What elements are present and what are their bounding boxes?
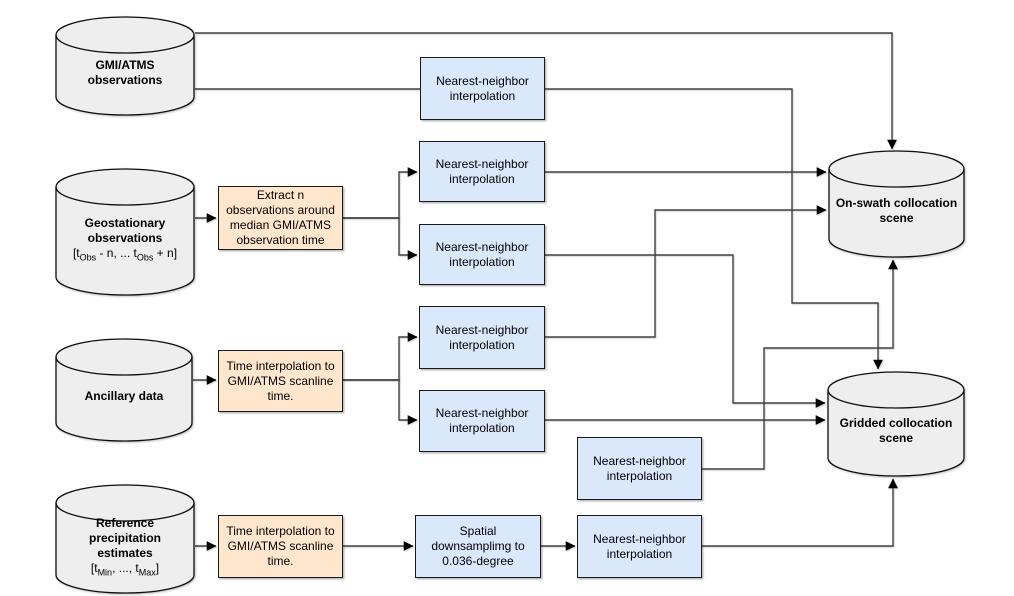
edge-gmi-to-onswath-direct <box>195 32 897 150</box>
cylinder-shape <box>828 150 965 258</box>
cylinder-shape <box>55 338 193 442</box>
edge-extract-to-nn-geo-1 <box>343 167 418 219</box>
edge-nn-gmi-to-gridded <box>545 88 883 370</box>
node-ancillary-data: Ancillary data <box>55 338 193 442</box>
cylinder-shape <box>827 371 965 477</box>
cylinder-shape <box>55 16 195 116</box>
cylinder-shape <box>55 484 195 594</box>
edge-time-interp-to-nn-ancillary-2 <box>343 379 418 425</box>
edge-nn-geo-2-to-gridded <box>545 254 826 408</box>
cylinder-shape <box>55 168 195 296</box>
edge-extract-to-nn-geo-2 <box>343 217 418 260</box>
edge-nn-onswath-to-onswath <box>702 259 898 470</box>
node-label: Ancillary data <box>84 389 164 403</box>
edge-nn-reference-to-gridded <box>702 478 898 547</box>
edge-nn-ancillary-1-to-onswath <box>545 205 827 338</box>
edge-time-interp-to-nn-ancillary-1 <box>343 332 418 381</box>
